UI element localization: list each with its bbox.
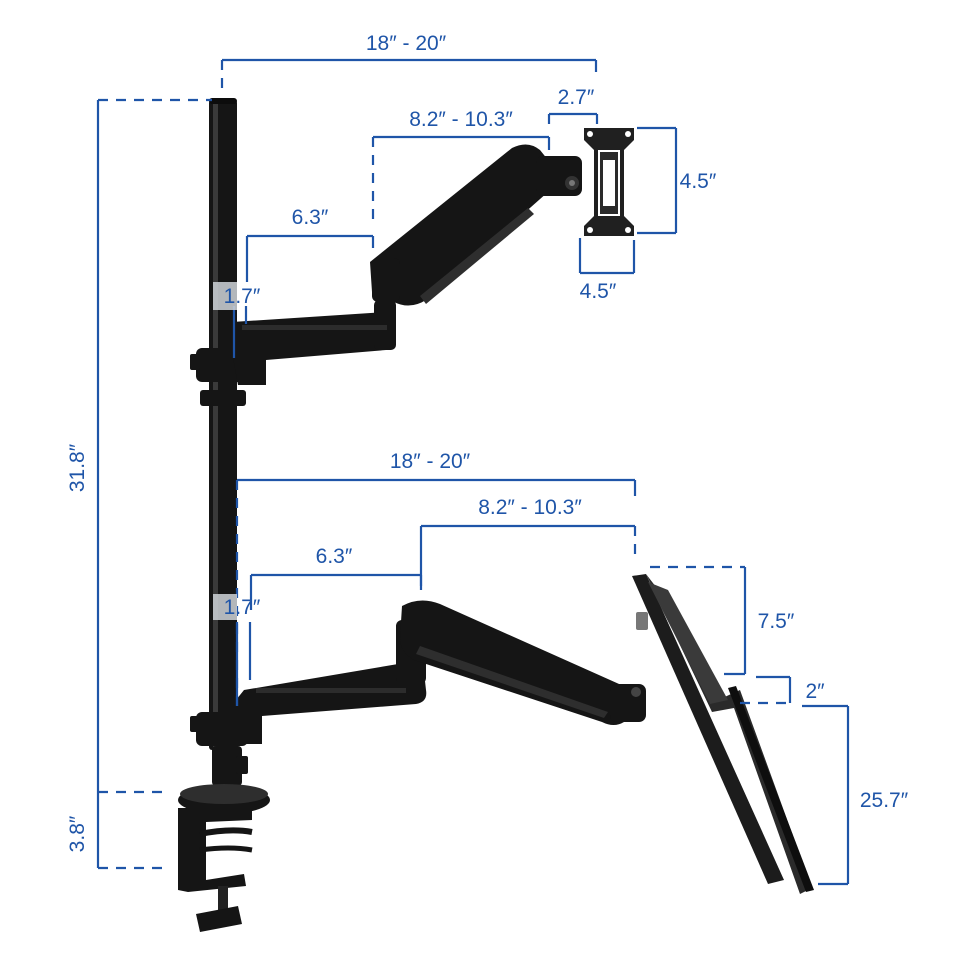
upper-tilt-depth-label: 2.7″ xyxy=(558,86,595,109)
lower-collar-dimension xyxy=(235,622,252,706)
lower-gas-spring-arm xyxy=(400,600,646,725)
upper-collar-dimension xyxy=(232,306,248,358)
pole-height-dimension xyxy=(96,98,212,870)
lower-forearm-reach-dimension xyxy=(419,524,637,590)
collar-label-backgrounds xyxy=(213,282,237,620)
tray-height-label: 7.5″ xyxy=(758,610,795,633)
laptop-tray xyxy=(632,574,814,894)
dimension-lines xyxy=(96,58,850,886)
mount-hardware xyxy=(178,98,814,932)
upper-tilt-depth-dimension xyxy=(547,112,599,124)
base-height-label: 3.8″ xyxy=(66,815,89,852)
upper-forearm-reach-dimension xyxy=(371,135,551,226)
upper-tilt-head xyxy=(536,156,582,196)
tray-lip-label: 2″ xyxy=(805,680,825,703)
upper-total-reach-label: 18″ - 20″ xyxy=(366,32,447,55)
upper-collar-label: 1.7″ xyxy=(224,285,261,308)
upper-total-reach-dimension xyxy=(220,58,598,96)
lower-collar xyxy=(190,712,248,746)
vesa-width-label: 4.5″ xyxy=(580,280,617,303)
upper-arm-length-dimension xyxy=(245,234,375,282)
lower-total-reach-label: 18″ - 20″ xyxy=(390,450,471,473)
tray-depth-label: 25.7″ xyxy=(860,789,909,812)
upper-forearm-reach-label: 8.2″ - 10.3″ xyxy=(409,108,513,131)
pole-height-label: 31.8″ xyxy=(66,443,89,492)
tray-depth-dimension xyxy=(802,704,850,886)
vertical-pole xyxy=(209,98,237,750)
vesa-width-dimension xyxy=(578,238,636,275)
desk-clamp xyxy=(178,746,270,932)
lower-arm-length-label: 6.3″ xyxy=(316,545,353,568)
vesa-plate xyxy=(584,128,634,236)
lower-arm-segment xyxy=(236,620,427,744)
lower-arm-length-dimension xyxy=(249,573,423,610)
vesa-height-label: 4.5″ xyxy=(680,170,717,193)
upper-arm-length-label: 6.3″ xyxy=(292,206,329,229)
tray-height-dimension xyxy=(650,565,747,676)
lower-collar-label: 1.7″ xyxy=(224,596,261,619)
lower-forearm-reach-label: 8.2″ - 10.3″ xyxy=(478,496,582,519)
tray-lip-dimension xyxy=(740,675,792,705)
dimension-labels: 31.8″ 3.8″ 18″ - 20″ 8.2″ - 10.3″ 2.7″ 6… xyxy=(66,32,909,852)
upper-arm-segment xyxy=(232,300,396,385)
upper-gas-spring-arm xyxy=(370,144,557,306)
vesa-height-dimension xyxy=(637,126,678,235)
